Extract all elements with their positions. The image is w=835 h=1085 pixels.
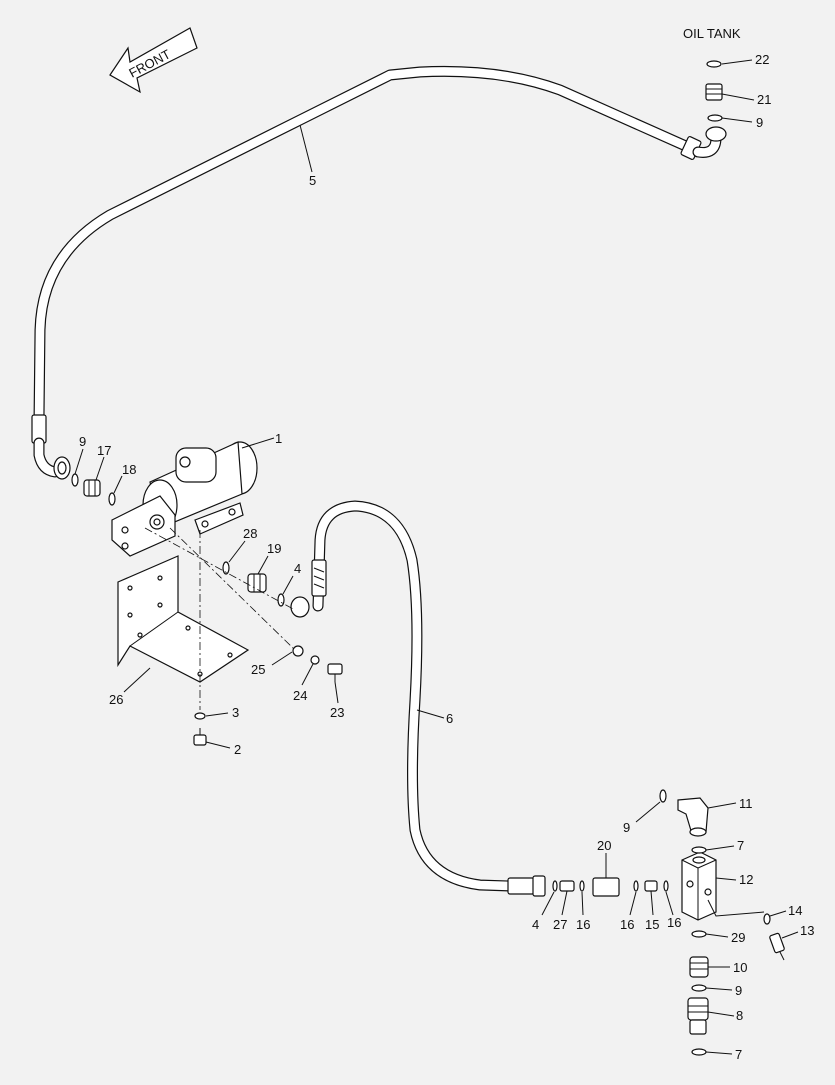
- part-3-washer: [194, 712, 206, 720]
- part-11-elbow: [677, 797, 709, 837]
- part-18-o-ring: [108, 492, 116, 506]
- part-16-o-ring-a: [579, 880, 585, 892]
- callout-16: 16: [620, 917, 634, 932]
- part-4-o-ring-right: [552, 880, 558, 892]
- callout-10: 10: [733, 960, 747, 975]
- callout-7: 7: [735, 1047, 742, 1062]
- part-8-fitting: [687, 997, 709, 1035]
- callout-25: 25: [251, 662, 265, 677]
- callout-24: 24: [293, 688, 307, 703]
- callout-3: 3: [232, 705, 239, 720]
- part-17-fitting: [83, 479, 101, 497]
- callout-19: 19: [267, 541, 281, 556]
- hose-5: [31, 65, 727, 480]
- callout-11: 11: [739, 796, 753, 811]
- callout-17: 17: [97, 443, 111, 458]
- callout-5: 5: [309, 173, 316, 188]
- part-9-o-ring-top: [707, 114, 723, 122]
- hose-6-end-fitting: [290, 596, 310, 618]
- part-10-fitting: [689, 956, 709, 978]
- part-13-sensor: [769, 932, 785, 961]
- part-1-pump-motor: [111, 441, 258, 557]
- part-9-o-ring-right: [659, 789, 667, 803]
- part-28-o-ring: [222, 561, 230, 575]
- callout-23: 23: [330, 705, 344, 720]
- part-25-washer: [292, 645, 304, 657]
- callout-7: 7: [737, 838, 744, 853]
- part-21-fitting: [705, 83, 723, 101]
- callout-21: 21: [757, 92, 771, 107]
- callout-9: 9: [735, 983, 742, 998]
- callout-8: 8: [736, 1008, 743, 1023]
- part-20-coupling: [592, 877, 620, 897]
- callout-4: 4: [294, 561, 301, 576]
- part-29-o-ring: [691, 930, 707, 938]
- callout-20: 20: [597, 838, 611, 853]
- callout-1: 1: [275, 431, 282, 446]
- part-24-washer: [310, 655, 320, 665]
- part-19-fitting: [247, 573, 267, 593]
- callout-9: 9: [79, 434, 86, 449]
- part-4-o-ring-left: [277, 593, 285, 607]
- callout-16: 16: [667, 915, 681, 930]
- part-14-o-ring: [763, 913, 771, 925]
- front-arrow: FRONT: [109, 27, 198, 94]
- callout-labels: 22 21 9 5 1 9 17 18 28 19 4 25 24 23 26 …: [79, 52, 814, 1062]
- callout-15: 15: [645, 917, 659, 932]
- part-22-o-ring: [706, 60, 722, 68]
- callout-26: 26: [109, 692, 123, 707]
- callout-4: 4: [532, 917, 539, 932]
- centerlines: [144, 527, 296, 710]
- part-15-fitting: [644, 880, 658, 892]
- part-16-o-ring-b: [633, 880, 639, 892]
- callout-9: 9: [756, 115, 763, 130]
- callout-28: 28: [243, 526, 257, 541]
- part-16-o-ring-c: [663, 880, 669, 892]
- part-27-fitting: [559, 880, 575, 892]
- callout-22: 22: [755, 52, 769, 67]
- callout-6: 6: [446, 711, 453, 726]
- callout-12: 12: [739, 872, 753, 887]
- part-26-bracket: [117, 555, 250, 683]
- part-7-o-ring-bottom: [691, 1048, 707, 1056]
- callout-14: 14: [788, 903, 802, 918]
- callout-29: 29: [731, 930, 745, 945]
- callout-27: 27: [553, 917, 567, 932]
- leader-lines: [74, 59, 799, 1055]
- callout-2: 2: [234, 742, 241, 757]
- callout-13: 13: [800, 923, 814, 938]
- callout-16: 16: [576, 917, 590, 932]
- callout-9: 9: [623, 820, 630, 835]
- part-23-bolt: [327, 663, 343, 682]
- part-9-o-ring-left: [71, 473, 79, 487]
- part-9-o-ring-bottom: [691, 984, 707, 992]
- hose-6: [311, 500, 546, 897]
- oil-tank-label: OIL TANK: [683, 26, 741, 41]
- part-12-valve-block: [681, 851, 717, 921]
- part-2-bolt: [193, 728, 207, 746]
- part-7-o-ring-top: [691, 846, 707, 854]
- callout-18: 18: [122, 462, 136, 477]
